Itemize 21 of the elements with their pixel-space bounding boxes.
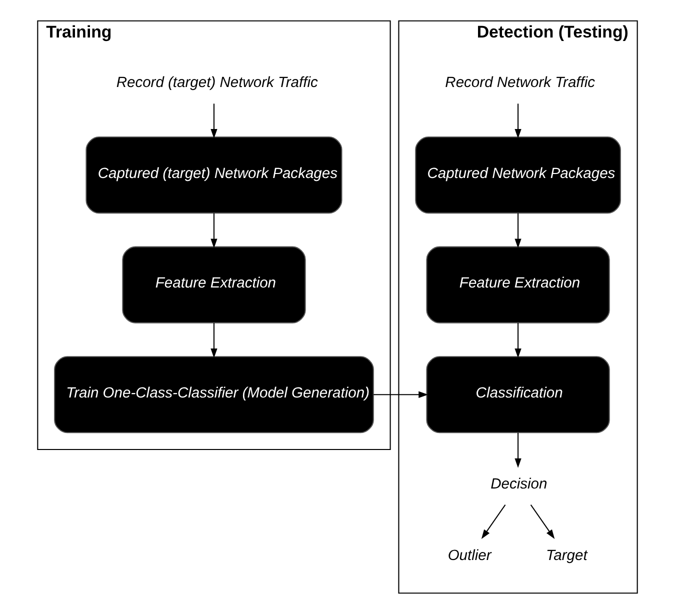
node-box: Captured Network Packages — [415, 136, 621, 214]
node-text: Record (target) Network Traffic — [116, 75, 318, 92]
node-text: Target — [546, 548, 588, 564]
node-text: Decision — [490, 476, 548, 492]
node-box: Feature Extraction — [122, 246, 306, 324]
arrow — [514, 322, 522, 358]
arrow — [514, 213, 522, 248]
node-box: Classification — [426, 356, 610, 434]
arrow — [514, 432, 522, 468]
node-box: Train One-Class-Classifier (Model Generation) — [54, 356, 374, 434]
node-text: Outlier — [448, 548, 492, 564]
arrow — [210, 322, 218, 358]
arrow — [514, 104, 522, 139]
node-box: Captured (target) Network Packages — [86, 136, 342, 214]
node-box: Feature Extraction — [426, 246, 610, 324]
arrow — [481, 504, 506, 540]
arrow — [530, 504, 555, 540]
arrow — [373, 391, 428, 398]
node-text: Record Network Traffic — [445, 75, 596, 92]
arrow — [210, 104, 218, 139]
arrow — [210, 213, 218, 248]
